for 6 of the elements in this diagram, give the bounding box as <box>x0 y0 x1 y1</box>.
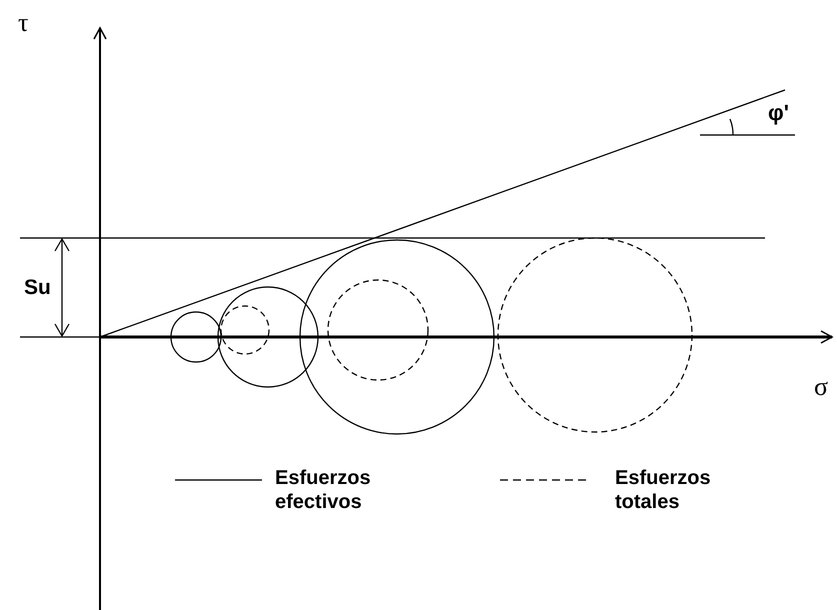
dimension-label: Su <box>24 276 51 300</box>
angle-label: φ' <box>768 100 789 126</box>
legend-text: Esfuerzos totales <box>615 466 712 514</box>
axis-label: σ <box>814 372 828 402</box>
axis-label: τ <box>18 8 28 38</box>
legend-text: Esfuerzos efectivos <box>275 466 372 514</box>
